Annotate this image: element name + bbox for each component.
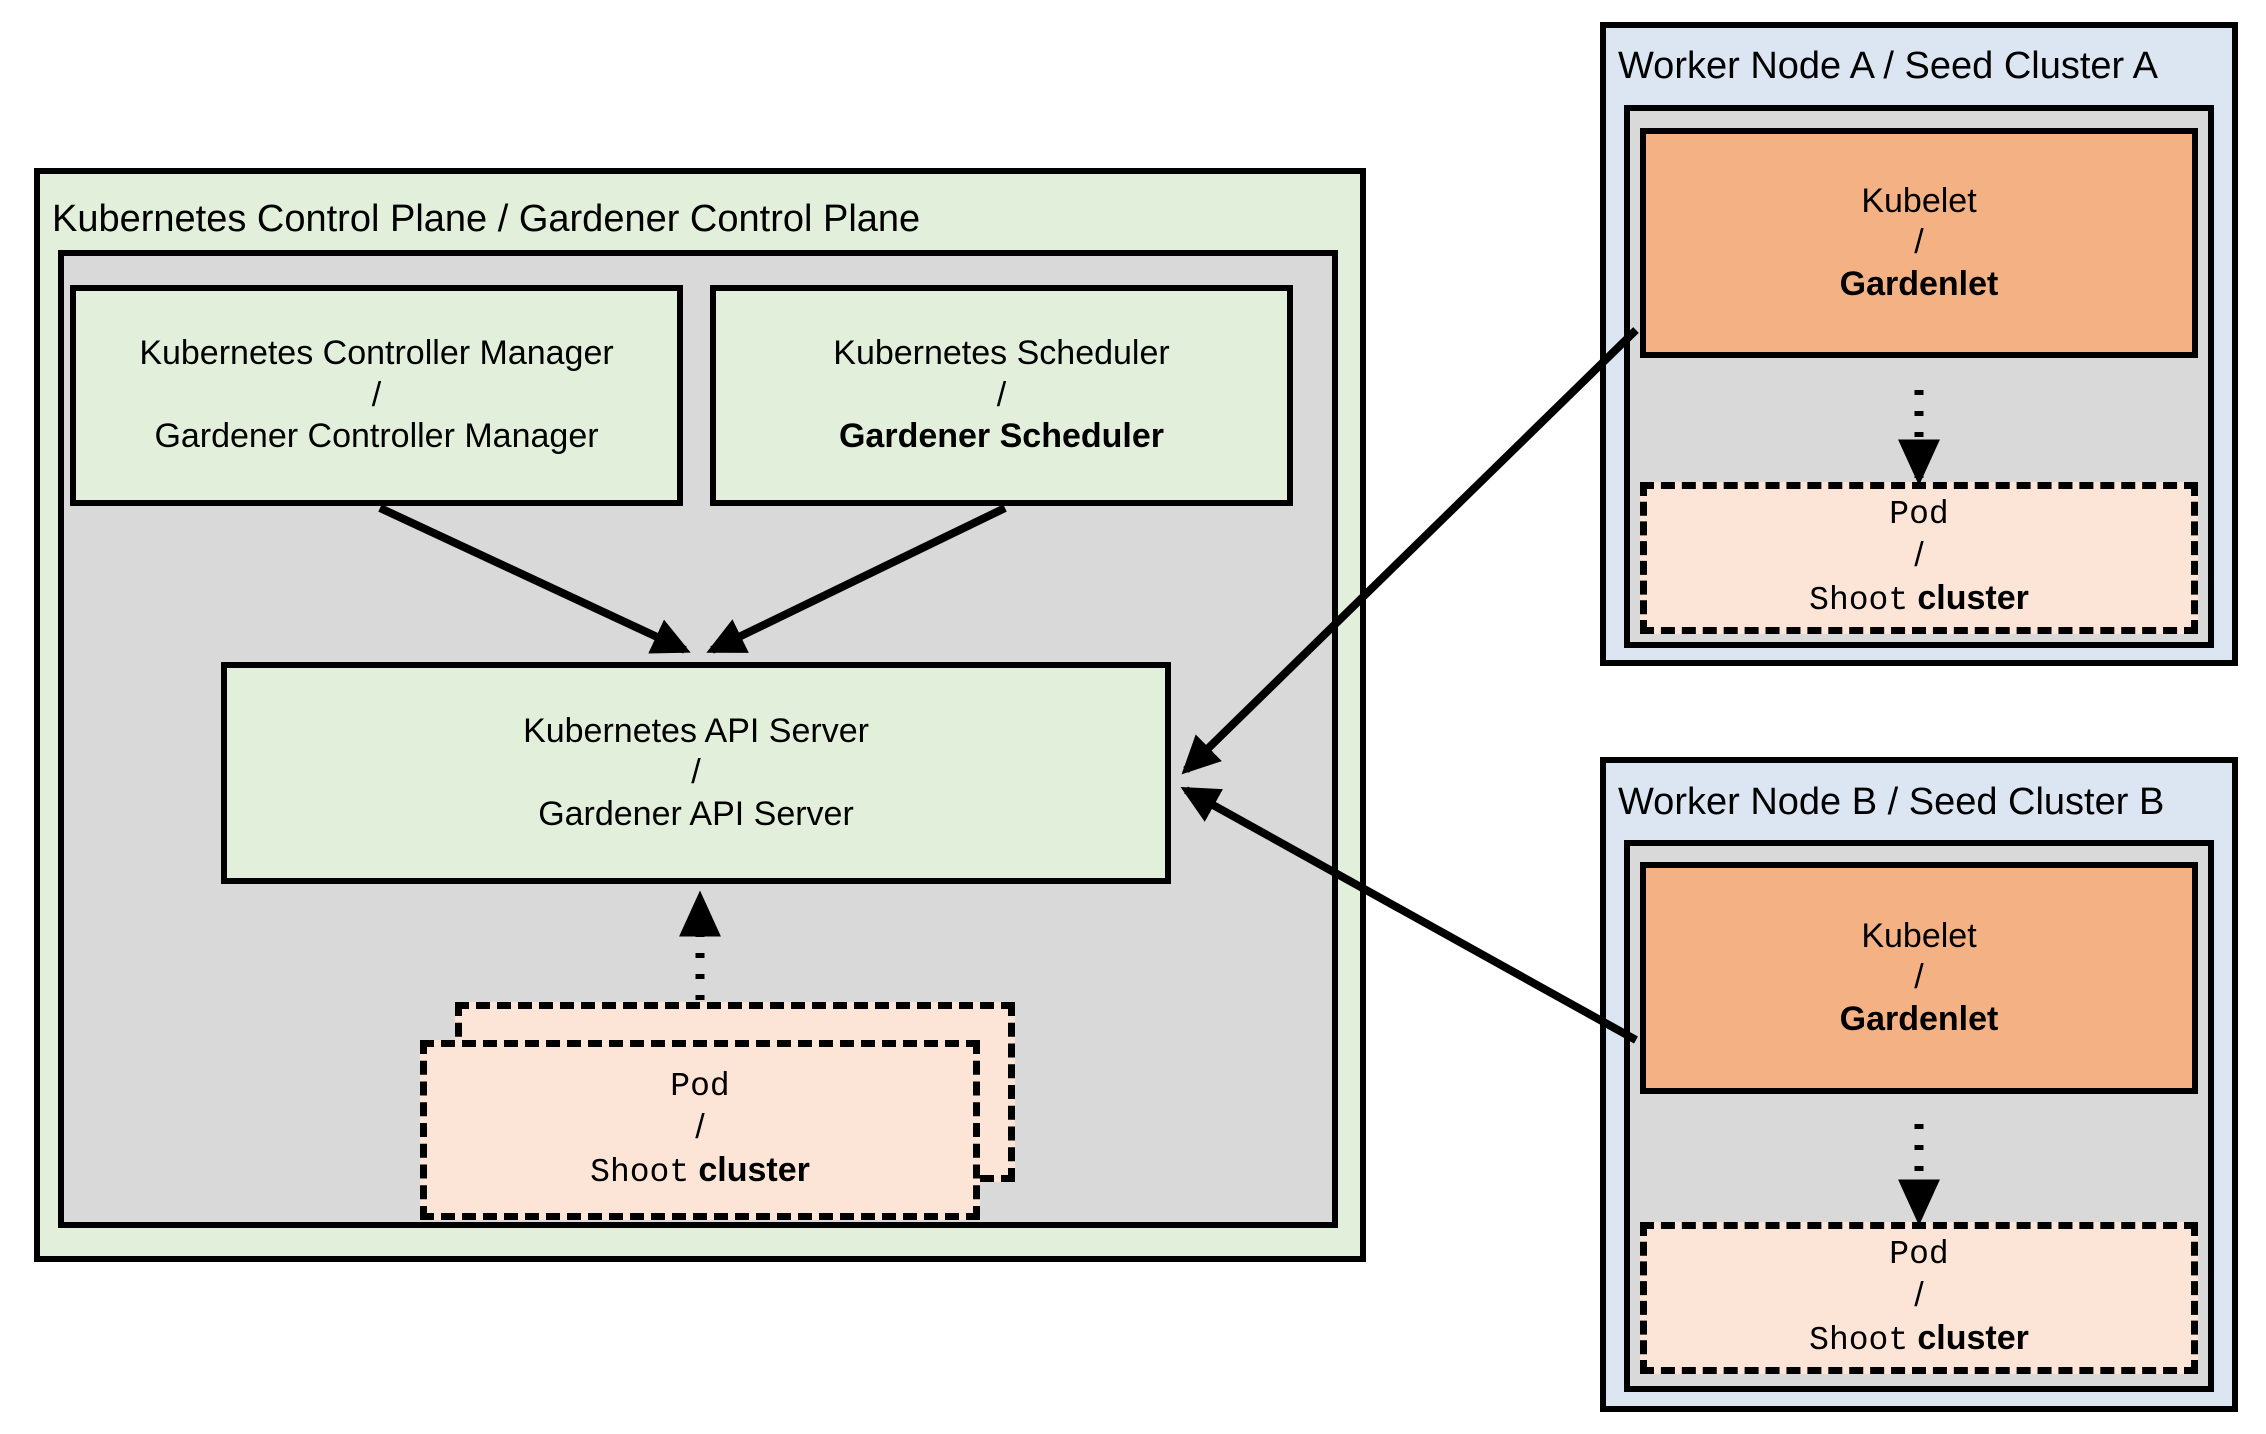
control-plane-pod-shoot-text: Shoot xyxy=(590,1153,690,1191)
worker-node-a-pod-box[interactable]: Pod / Shoot cluster xyxy=(1640,482,2198,634)
worker-node-a-pod-cluster-text: cluster xyxy=(1917,578,2029,617)
control-plane-pod-cluster-text: cluster xyxy=(698,1150,810,1189)
worker-node-b-pod-shoot-text: Shoot xyxy=(1809,1321,1909,1359)
controller-manager-separator: / xyxy=(371,375,382,414)
worker-node-a-title: Worker Node A / Seed Cluster A xyxy=(1618,45,2159,87)
controller-manager-line1: Kubernetes Controller Manager xyxy=(139,334,614,373)
api-server-line2: Gardener API Server xyxy=(538,794,854,833)
scheduler-separator: / xyxy=(996,375,1007,414)
worker-node-b-pod-line1: Pod xyxy=(1889,1235,1949,1273)
worker-node-b-pod-separator: / xyxy=(1914,1276,1924,1315)
worker-node-b-kubelet-line1: Kubelet xyxy=(1861,916,1977,955)
worker-node-a-pod-line2: Shoot cluster xyxy=(1809,576,2029,623)
worker-node-b-pod-line2: Shoot cluster xyxy=(1809,1316,2029,1363)
kubernetes-controller-manager-box[interactable]: Kubernetes Controller Manager / Gardener… xyxy=(70,285,683,506)
scheduler-line1: Kubernetes Scheduler xyxy=(833,334,1170,373)
scheduler-line2: Gardener Scheduler xyxy=(838,417,1164,456)
worker-node-b-pod-box[interactable]: Pod / Shoot cluster xyxy=(1640,1222,2198,1374)
kubernetes-scheduler-box[interactable]: Kubernetes Scheduler / Gardener Schedule… xyxy=(710,285,1293,506)
api-server-line1: Kubernetes API Server xyxy=(523,711,869,750)
worker-node-a-kubelet-line2: Gardenlet xyxy=(1839,264,1999,303)
control-plane-pod-line2: Shoot cluster xyxy=(590,1148,810,1195)
worker-node-a-kubelet-separator: / xyxy=(1914,223,1924,262)
controller-manager-line2: Gardener Controller Manager xyxy=(154,417,599,456)
worker-node-b-pod-cluster-text: cluster xyxy=(1917,1318,2029,1357)
worker-node-b-kubelet-separator: / xyxy=(1914,958,1924,997)
worker-node-a-pod-shoot-text: Shoot xyxy=(1809,581,1909,619)
kubernetes-api-server-box[interactable]: Kubernetes API Server / Gardener API Ser… xyxy=(221,662,1171,884)
control-plane-pod-line1: Pod xyxy=(670,1067,730,1105)
control-plane-title: Kubernetes Control Plane / Gardener Cont… xyxy=(52,198,921,240)
api-server-separator: / xyxy=(691,753,701,792)
worker-node-a-kubelet-line1: Kubelet xyxy=(1861,181,1977,220)
worker-node-a-pod-line1: Pod xyxy=(1889,495,1949,533)
control-plane-pod-box[interactable]: Pod / Shoot cluster xyxy=(420,1040,980,1220)
worker-node-a-kubelet-box[interactable]: Kubelet / Gardenlet xyxy=(1640,128,2198,358)
worker-node-b-kubelet-line2: Gardenlet xyxy=(1839,999,1999,1038)
worker-node-b-kubelet-box[interactable]: Kubelet / Gardenlet xyxy=(1640,862,2198,1094)
worker-node-b-title: Worker Node B / Seed Cluster B xyxy=(1618,781,2165,823)
control-plane-pod-separator: / xyxy=(695,1108,705,1147)
worker-node-a-pod-separator: / xyxy=(1914,536,1924,575)
